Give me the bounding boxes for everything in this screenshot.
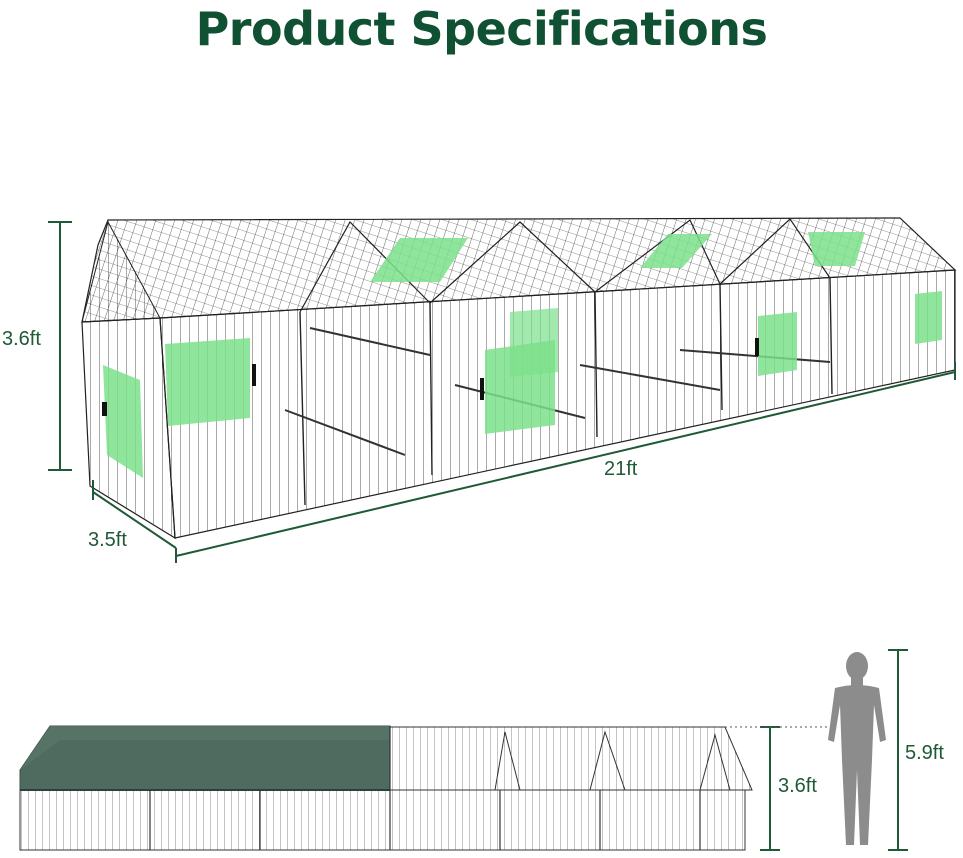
front-door-4 — [758, 312, 797, 376]
length-label: 21ft — [604, 458, 638, 480]
roof-hatch-3 — [808, 232, 865, 266]
end-door — [103, 365, 143, 478]
depth-label: 3.5ft — [88, 529, 127, 551]
front-door-1 — [165, 338, 250, 426]
lower-cage-roof — [389, 726, 753, 791]
roof-hatch-1 — [370, 238, 468, 282]
page-title: Product Specifications — [195, 2, 768, 56]
lower-cage-wall — [19, 789, 746, 851]
roof-hatch-2 — [640, 234, 712, 268]
person-silhouette — [828, 652, 886, 845]
cage-gable — [81, 220, 161, 323]
person-height-label: 5.9ft — [905, 742, 944, 764]
dimension-lines — [48, 221, 956, 563]
covered-height-label: 3.6ft — [778, 775, 817, 797]
front-door-5 — [915, 291, 942, 344]
height-label: 3.6ft — [2, 328, 41, 350]
main-cage — [81, 217, 957, 540]
lower-dimension-lines — [725, 649, 908, 851]
covered-cage — [19, 725, 753, 851]
front-door-3 — [510, 308, 558, 377]
